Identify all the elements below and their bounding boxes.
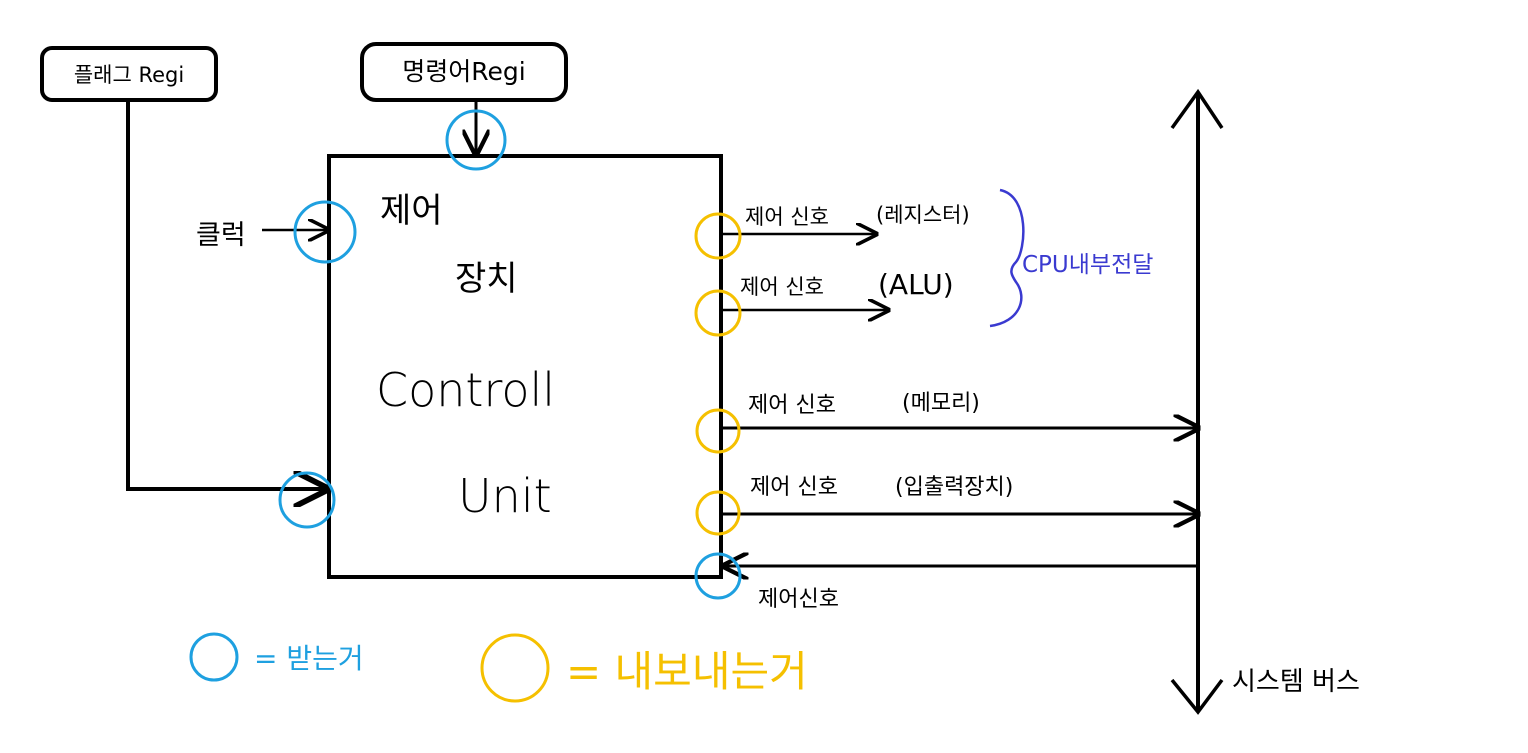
receive-marker-instruction (445, 109, 507, 171)
signal-alu-label: 제어 신호 (740, 275, 824, 299)
flag-register-label: 플래그 Regi (74, 63, 184, 87)
receive-marker-clock (293, 200, 357, 264)
signal-register-label: 제어 신호 (745, 205, 829, 229)
system-bus-label: 시스템 버스 (1232, 667, 1360, 697)
control-unit-line1: 제어 (380, 191, 443, 231)
receive-marker-bus (694, 552, 742, 600)
signal-io-label: 제어 신호 (750, 475, 838, 500)
send-marker-alu (694, 289, 742, 337)
send-marker-register (694, 212, 742, 260)
signal-register-target: (레지스터) (876, 203, 970, 227)
legend-receive-text: = 받는거 (254, 642, 364, 675)
legend-receive-circle (189, 632, 239, 682)
instruction-register-label: 명령어Regi (402, 57, 525, 86)
system-bus-bottom-arrowhead (1170, 678, 1224, 715)
control-unit-line4: Unit (458, 469, 552, 523)
flag-to-cu-path (126, 100, 326, 489)
legend-send-text: = 내보내는거 (566, 647, 808, 696)
bus-feedback-label: 제어신호 (758, 587, 839, 612)
control-unit-line3: Controll (376, 363, 555, 417)
send-marker-memory (695, 408, 741, 454)
system-bus-top-arrowhead (1170, 88, 1224, 130)
signal-memory-label: 제어 신호 (748, 393, 836, 418)
signal-alu-target: (ALU) (878, 268, 954, 301)
signal-io-target: (입출력장치) (895, 475, 1013, 500)
instruction-register-box (360, 42, 568, 102)
cpu-internal-label: CPU내부전달 (1022, 252, 1153, 278)
legend-send-circle (480, 633, 550, 703)
control-unit-line2: 장치 (455, 259, 518, 299)
receive-marker-flag (278, 471, 336, 529)
signal-memory-target: (메모리) (902, 391, 980, 416)
cpu-internal-brace (989, 188, 1025, 328)
control-unit-box (327, 154, 723, 579)
clock-label: 클럭 (196, 220, 246, 251)
send-marker-io (695, 490, 741, 536)
